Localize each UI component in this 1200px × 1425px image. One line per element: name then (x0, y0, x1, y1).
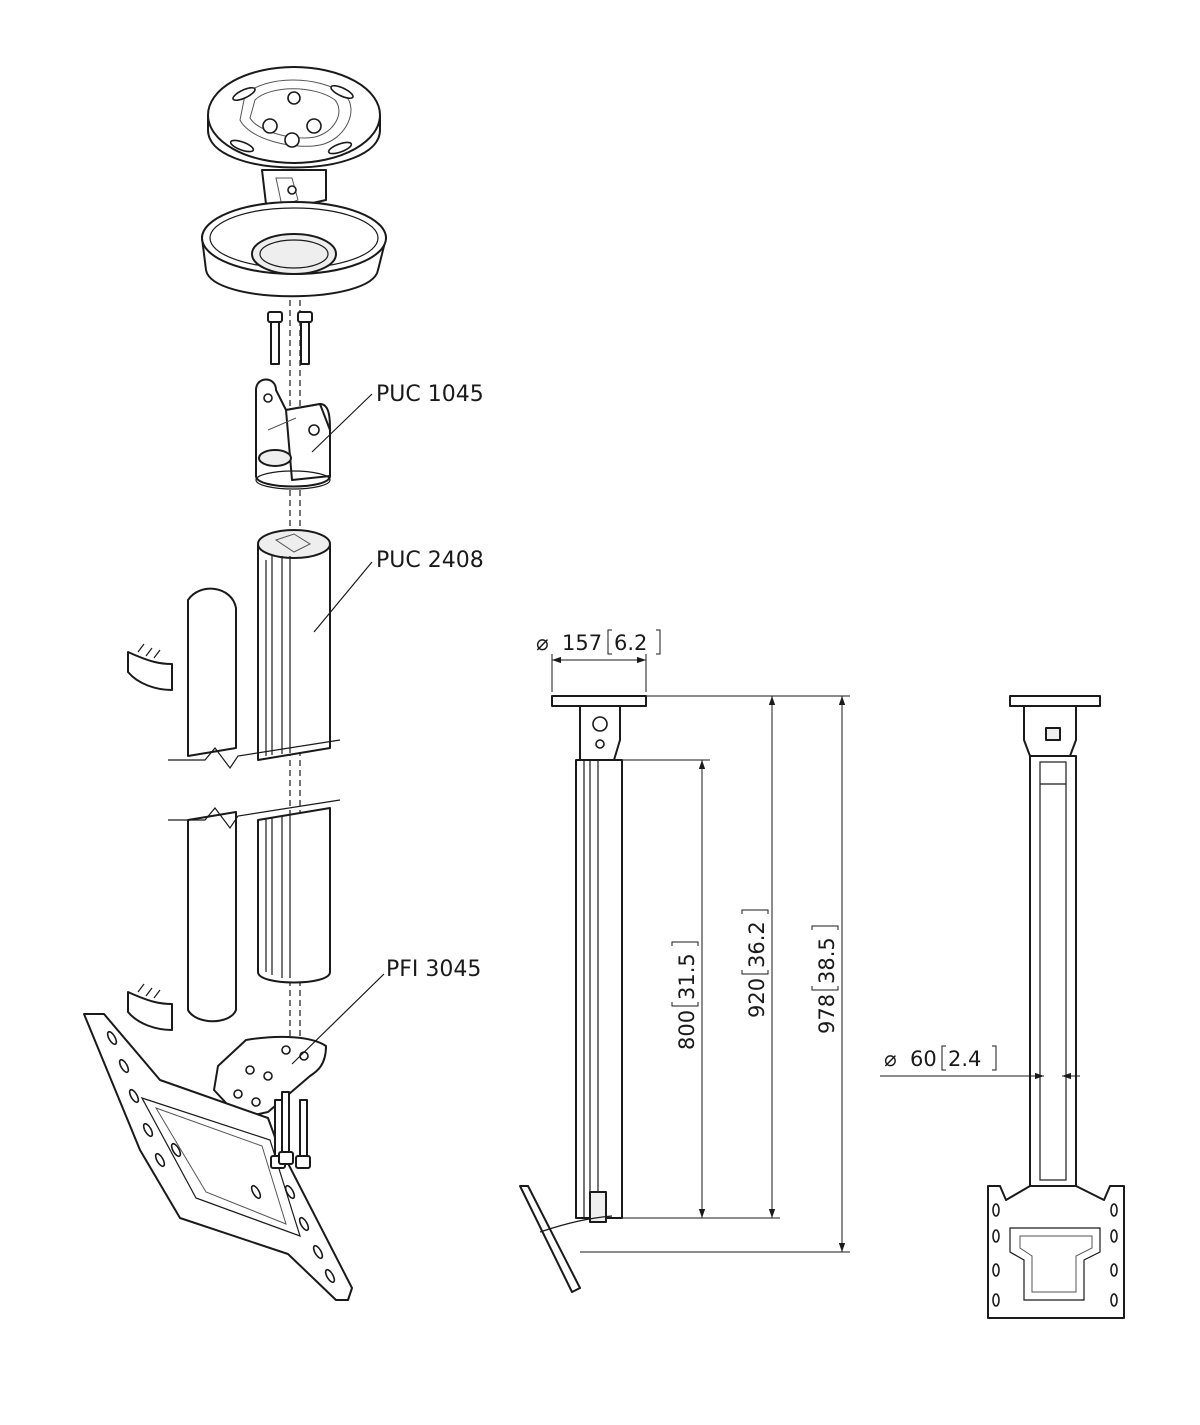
plate-diameter-mm: 157 (562, 631, 602, 655)
exploded-view: PUC 1045 PUC 2408 PFI 3045 (83, 66, 484, 1301)
cover-shell (187, 587, 237, 1023)
dim-tube-diameter: ⌀ 60 2.4 (880, 1045, 1080, 1080)
dim-total-height: 978 38.5 (811, 696, 846, 1252)
tube-diameter-inch: 2.4 (948, 1047, 981, 1071)
cover-clips (127, 643, 173, 1031)
total-height-inch: 38.5 (815, 937, 839, 984)
dim-tube-length: 800 31.5 (671, 760, 706, 1218)
mid-height-mm: 920 (745, 978, 769, 1018)
vesa-plate (83, 1013, 353, 1301)
plate-diameter-inch: 6.2 (614, 631, 647, 655)
puc2408-leader (313, 561, 373, 633)
side-view (519, 695, 647, 1293)
dim-mid-height: 920 36.2 (741, 696, 776, 1218)
label-puc2408: PUC 2408 (376, 548, 484, 573)
label-puc1045: PUC 1045 (376, 382, 484, 407)
total-height-mm: 978 (815, 994, 839, 1034)
tube-length-inch: 31.5 (675, 953, 699, 1000)
label-pfi3045: PFI 3045 (386, 957, 481, 982)
front-view (987, 695, 1125, 1319)
mid-height-inch: 36.2 (745, 921, 769, 968)
ceiling-plate (207, 66, 381, 169)
plate-diameter-symbol: ⌀ (536, 631, 549, 655)
tube-diameter-mm: 60 (910, 1047, 937, 1071)
dim-plate-diameter: ⌀ 157 6.2 (536, 629, 661, 692)
bolts-top (267, 311, 313, 365)
bolts-bottom (270, 1091, 311, 1169)
pfi3045-leader (291, 973, 385, 1065)
tube-length-mm: 800 (675, 1010, 699, 1050)
ceiling-cover (201, 201, 387, 298)
puc1045-leader (311, 393, 373, 453)
tube-diameter-symbol: ⌀ (884, 1047, 897, 1071)
puc1045-part (255, 378, 331, 490)
puc2408-column (257, 529, 331, 984)
